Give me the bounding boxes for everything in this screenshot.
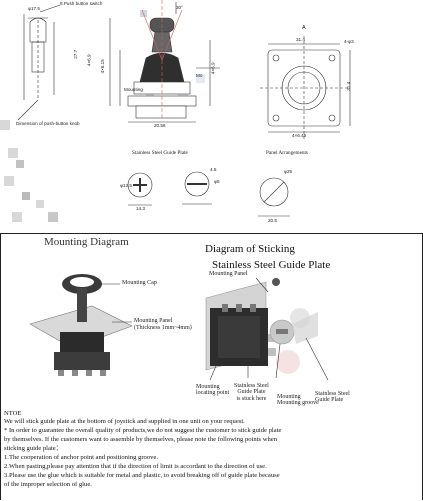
cap-cross-section-1 bbox=[127, 172, 153, 206]
joystick-side-drawing bbox=[109, 0, 220, 123]
stainless-guide-plate-caption: Stainless Steel Guide Plate bbox=[132, 150, 188, 156]
note-line-5: 1.The cooperation of anchor point and po… bbox=[4, 454, 159, 461]
dim-phi25: φ25 bbox=[284, 169, 293, 174]
thickness-label: (Thickness 1mm~4mm) bbox=[134, 325, 192, 331]
cap-cross-section-3 bbox=[258, 177, 290, 217]
note-line-4: sticking guide plate： bbox=[4, 445, 63, 452]
dim-4x6-45: 4×6.45 bbox=[292, 133, 307, 138]
dim-4-5: 4.5 bbox=[210, 167, 217, 172]
mounting-panel-label: Mounting Panel bbox=[134, 318, 173, 324]
dim-bottom-width: 20.56 bbox=[154, 123, 166, 128]
dim-4x6-9-left: 4×6.9 bbox=[86, 54, 92, 67]
cap-cross-section-2 bbox=[182, 171, 212, 205]
mounting-diagram-title: Mounting Diagram bbox=[44, 236, 129, 248]
dim-left-tick: 4×6.15 bbox=[99, 59, 105, 74]
left-border bbox=[0, 233, 1, 500]
dim-31-4: 31.4 bbox=[296, 37, 305, 42]
dim-phi17-5: φ17.5 bbox=[28, 6, 40, 11]
joystick-shaft bbox=[77, 288, 87, 322]
note-line-1: We will stick guide plate at the bottom … bbox=[4, 418, 245, 425]
panel-arrangements-caption: Panel Arrangements bbox=[266, 150, 308, 156]
technical-drawings bbox=[0, 0, 351, 222]
dim-20-5: 20.5 bbox=[268, 218, 277, 223]
dimension-note: Dimension of push-button knob bbox=[16, 121, 80, 126]
dim-14-3: 14.3 bbox=[136, 206, 145, 211]
sticking-mounting-panel-label: Mounting Panel bbox=[209, 271, 248, 277]
panel-square-drawing bbox=[260, 36, 351, 140]
dim-phi5: φ5 bbox=[214, 179, 220, 184]
panel-label-a: A bbox=[302, 25, 306, 31]
mounting-cap-label: Mounting Cap bbox=[122, 280, 157, 286]
note-line-8: of the improper selection of glue. bbox=[4, 481, 92, 488]
dim-4x6-9-right: 4×6.9 bbox=[210, 62, 216, 75]
dim-4phi3: 4-φ3 bbox=[344, 39, 354, 44]
sticking-diagram-title-line1: Diagram of Sticking bbox=[205, 243, 295, 255]
dim-31-4-side: 31.4 bbox=[346, 81, 352, 91]
push-button-switch-label: 8.Push button switch bbox=[60, 1, 103, 6]
note-line-2: * In order to guarantee the overall qual… bbox=[4, 427, 282, 434]
mounting-illustration bbox=[29, 274, 133, 376]
note-line-7: 3.Please use the glue which is suitable … bbox=[4, 472, 280, 479]
instructions-panel bbox=[0, 233, 423, 501]
note-line-6: 2.When pasting,please pay attention that… bbox=[4, 463, 267, 470]
angle-label: 30° bbox=[176, 5, 183, 10]
mounting-panel-shape bbox=[29, 305, 133, 349]
note-line-3: by themselves. If the customers want to … bbox=[4, 436, 278, 443]
sticking-diagram-title-line2: Stainless Steel Guide Plate bbox=[212, 259, 331, 271]
notes-heading: NTOE bbox=[4, 410, 22, 417]
dim-phi12-5: φ12.5 bbox=[120, 183, 132, 188]
mounting-label: Mounting bbox=[124, 87, 143, 92]
sticking-illustration bbox=[205, 277, 329, 381]
push-button-knob-drawing bbox=[17, 4, 61, 121]
knob-label: Mo bbox=[196, 73, 203, 78]
dim-27-7: 27.7 bbox=[73, 49, 79, 59]
